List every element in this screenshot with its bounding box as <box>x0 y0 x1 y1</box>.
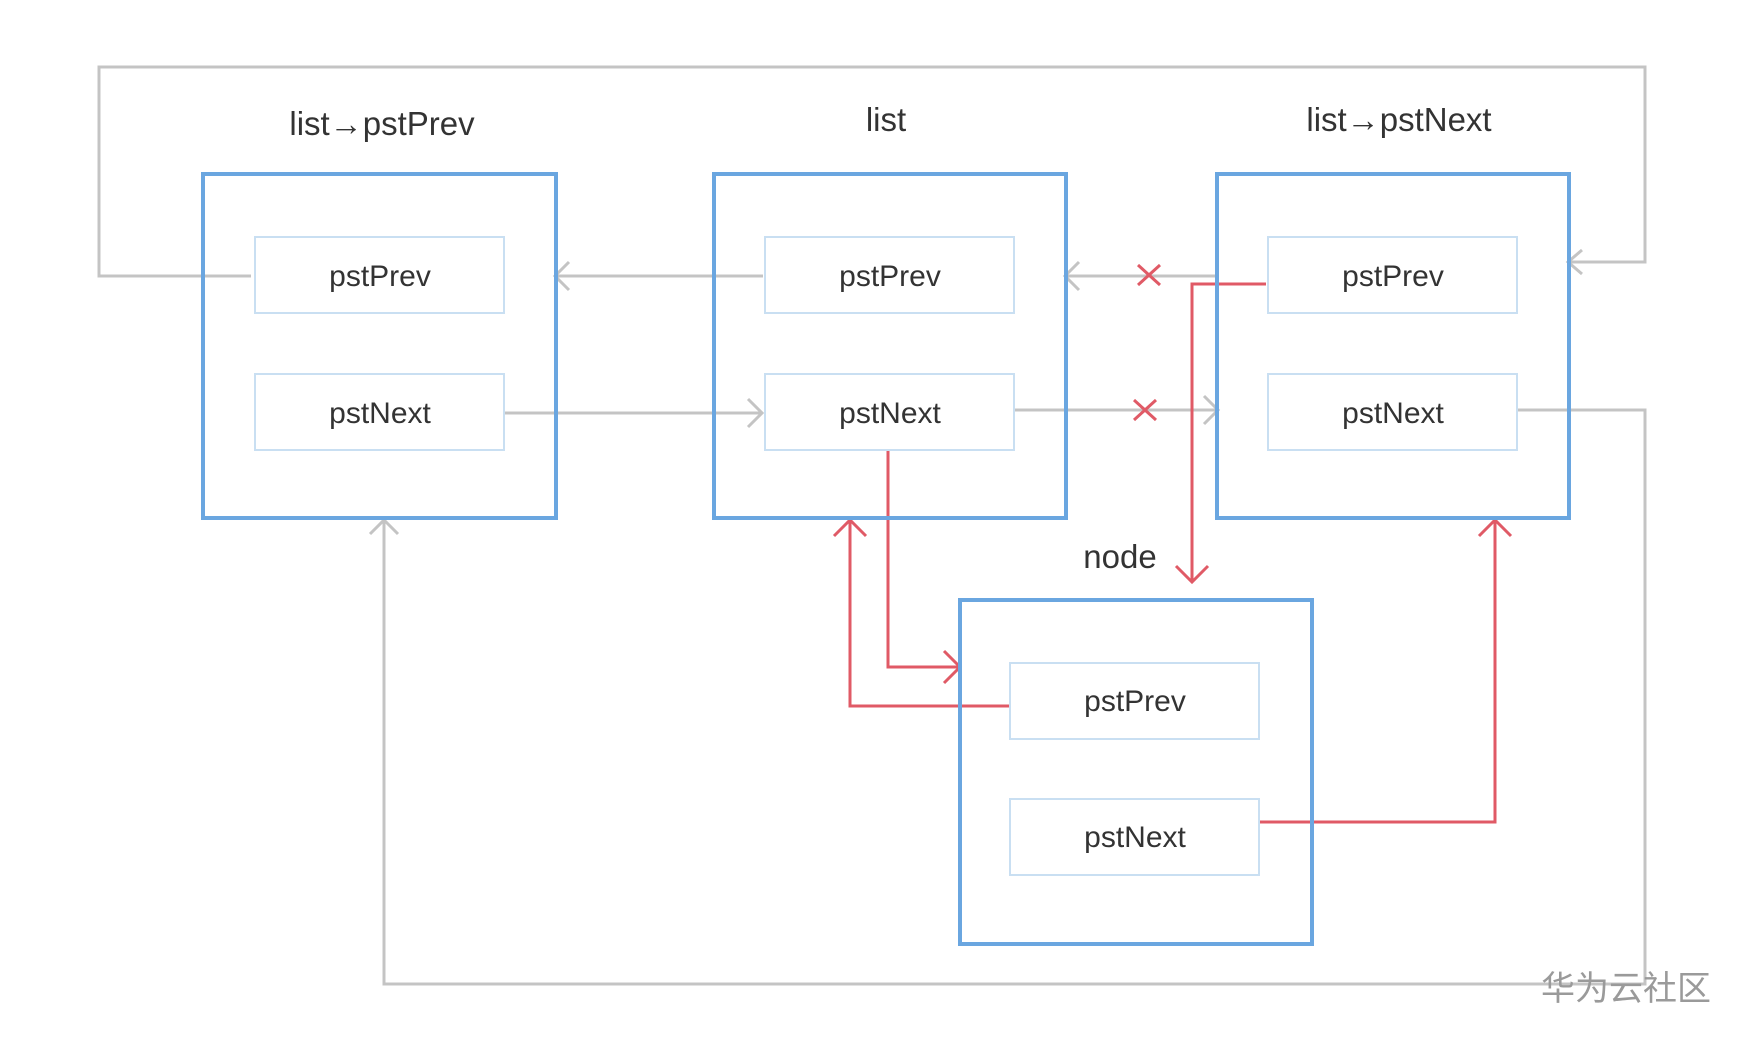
cell-pstnext <box>764 373 1015 451</box>
cell-pstprev <box>254 236 505 314</box>
cell-pstnext-label: pstNext <box>1342 397 1444 430</box>
cell-pstprev <box>1267 236 1518 314</box>
cell-pstprev <box>764 236 1015 314</box>
node-list-pstprev: pstPrev pstNext <box>201 172 558 520</box>
cell-pstprev-label: pstPrev <box>329 260 431 293</box>
link-next-pstnext-wrap <box>382 408 1647 986</box>
arrowhead-into-node-top <box>1174 564 1210 585</box>
watermark-text: 华为云社区 <box>1541 969 1711 1009</box>
link-next-pstprev-to-node <box>1190 282 1266 582</box>
cell-pstnext-label: pstNext <box>1084 821 1186 854</box>
cell-pstprev <box>1009 662 1260 740</box>
cross-mark-pstprev <box>1136 263 1162 287</box>
cell-pstnext-label: pstNext <box>839 397 941 430</box>
cell-pstnext <box>1267 373 1518 451</box>
node-title-node: node <box>1083 538 1156 575</box>
cell-pstprev-label: pstPrev <box>1084 685 1186 718</box>
arrowhead-into-list-pstnext <box>746 397 765 429</box>
cell-pstnext <box>254 373 505 451</box>
link-prev-pstprev-wrap <box>97 65 1647 278</box>
link-node-pstnext-to-next <box>1260 520 1497 824</box>
node-title-list-pstnext: list→pstNext <box>1306 101 1491 138</box>
node-title-list: list <box>866 101 906 138</box>
cell-pstnext-label: pstNext <box>329 397 431 430</box>
link-list-pstnext-to-node <box>886 451 960 669</box>
node-new: pstPrev pstNext <box>958 598 1314 946</box>
cross-mark-pstnext <box>1132 398 1158 422</box>
cell-pstprev-label: pstPrev <box>839 260 941 293</box>
cell-pstprev-label: pstPrev <box>1342 260 1444 293</box>
node-title-list-pstprev: list→pstPrev <box>289 105 475 142</box>
cell-pstnext <box>1009 798 1260 876</box>
link-node-pstprev-to-list <box>848 520 1010 708</box>
node-list: pstPrev pstNext <box>712 172 1068 520</box>
node-list-pstnext: pstPrev pstNext <box>1215 172 1571 520</box>
